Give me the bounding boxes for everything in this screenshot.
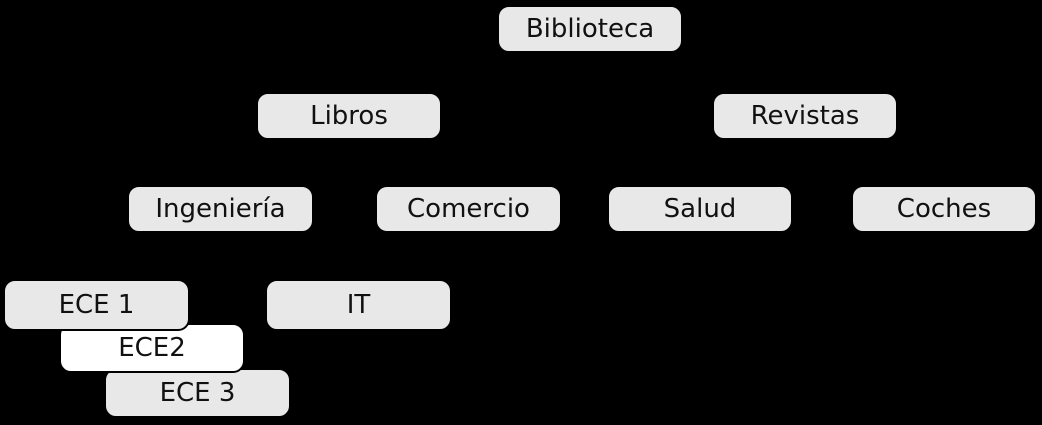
node-it: IT xyxy=(265,279,452,331)
node-ece-1: ECE 1 xyxy=(3,279,190,331)
node-coches: Coches xyxy=(851,185,1037,233)
node-ece-3: ECE 3 xyxy=(104,368,291,418)
node-biblioteca: Biblioteca xyxy=(497,5,683,53)
node-revistas: Revistas xyxy=(712,92,898,140)
node-ece-2: ECE2 xyxy=(59,323,245,373)
node-salud: Salud xyxy=(607,185,793,233)
node-comercio: Comercio xyxy=(375,185,562,233)
node-libros: Libros xyxy=(256,92,442,140)
node-ingenieria: Ingeniería xyxy=(127,185,314,233)
